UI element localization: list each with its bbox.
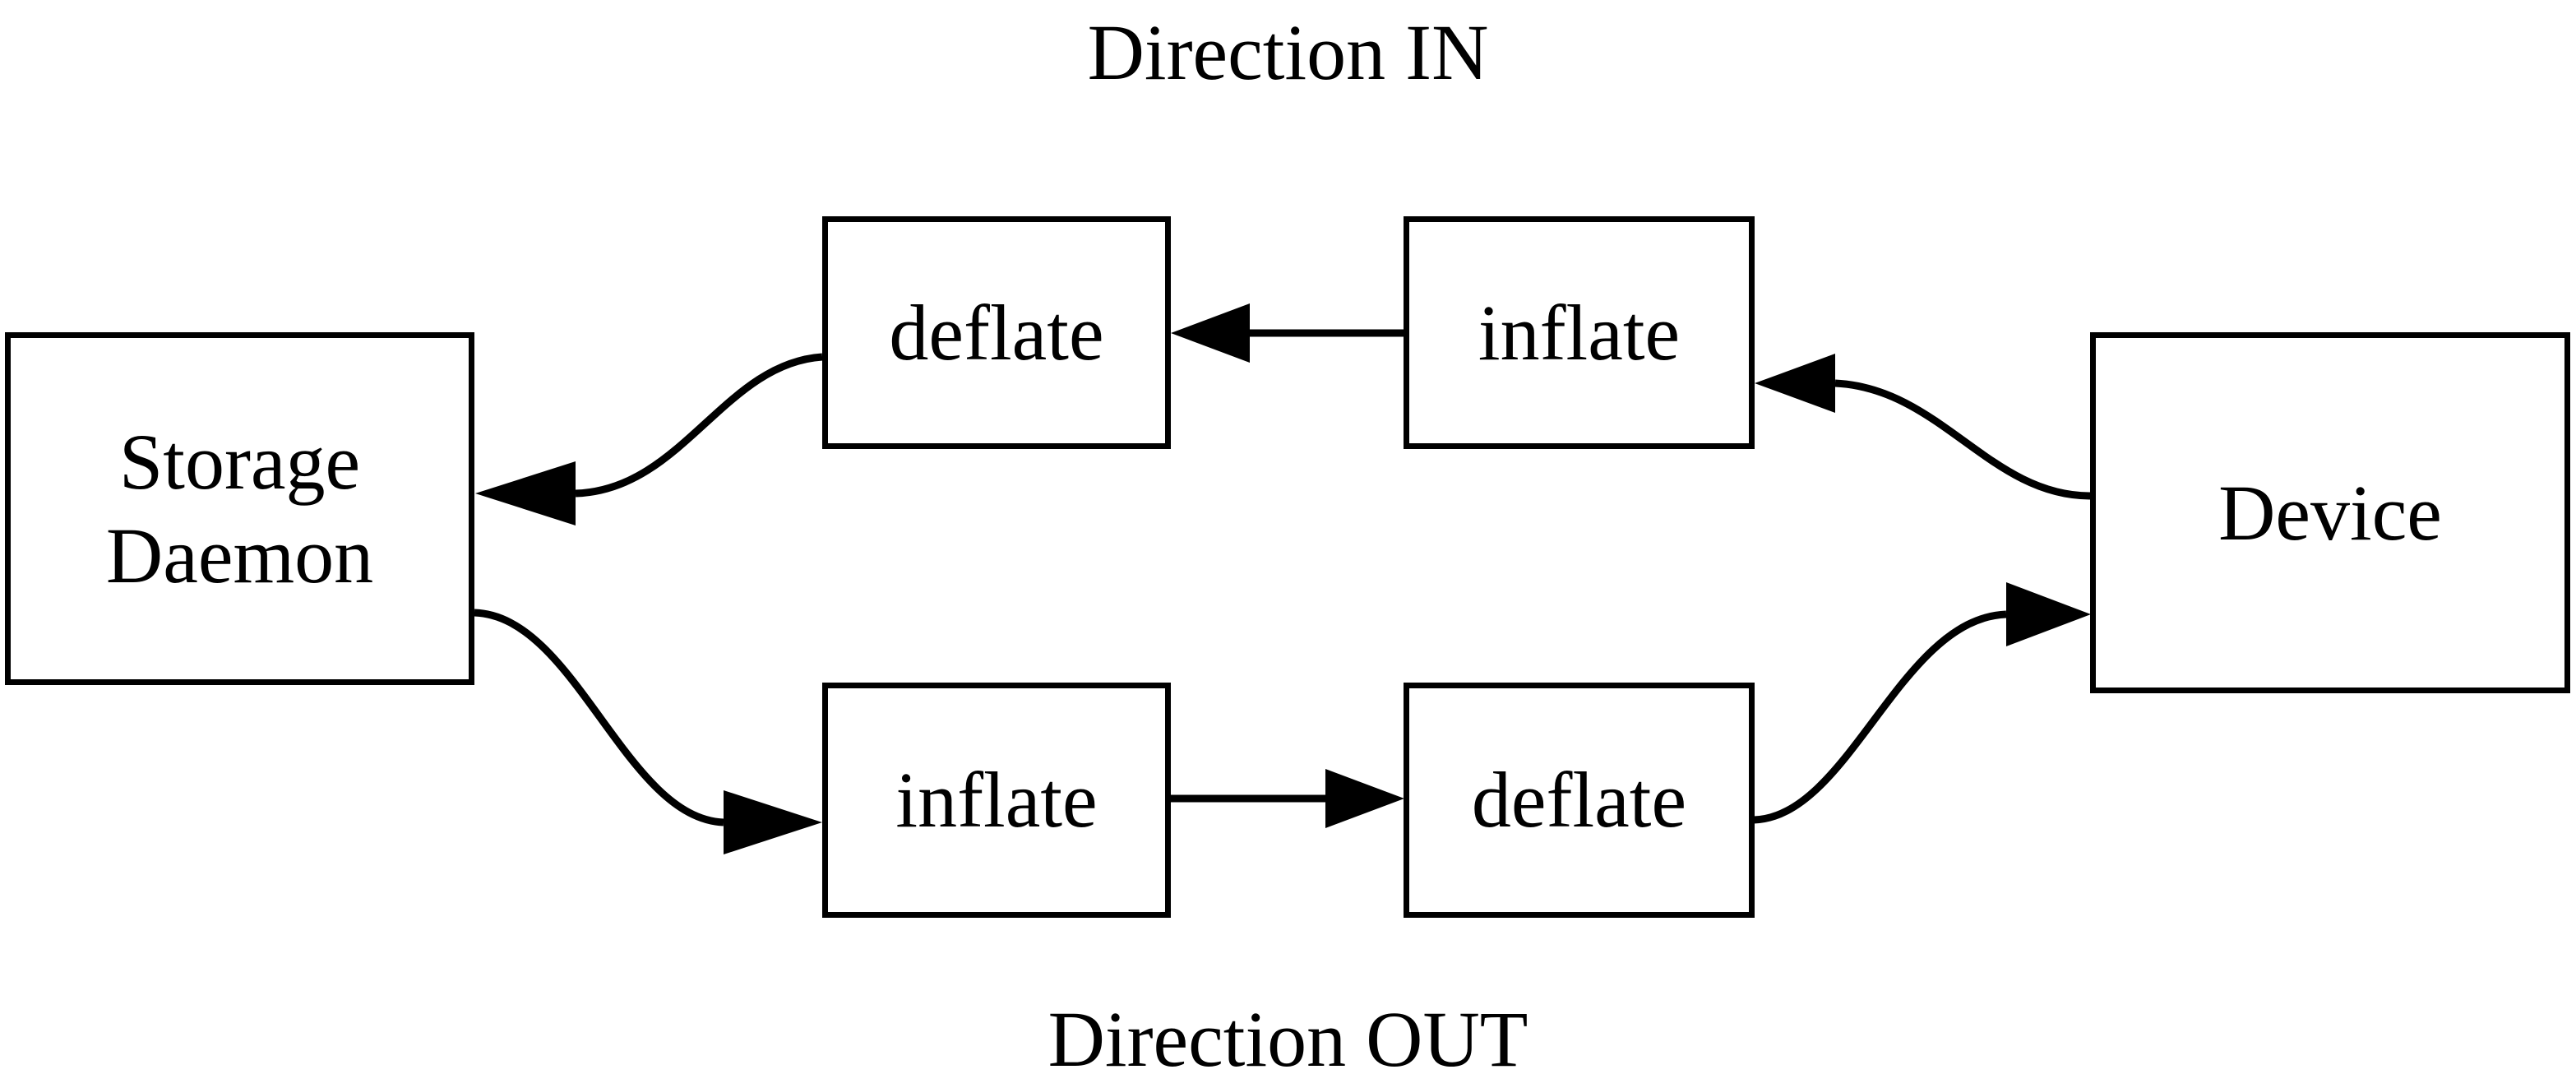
node-deflate-out-label: deflate	[1471, 756, 1687, 845]
edge-deflate-out-to-device	[1753, 582, 2091, 824]
node-storage-daemon[interactable]: Storage Daemon	[5, 332, 474, 685]
edge-storage-daemon-to-inflate-out	[474, 609, 822, 854]
node-deflate-out[interactable]: deflate	[1404, 683, 1755, 918]
node-inflate-in-label: inflate	[1478, 288, 1681, 377]
edge-device-to-inflate-in	[1755, 354, 2091, 500]
node-inflate-in[interactable]: inflate	[1404, 216, 1755, 449]
node-device-label: Device	[2218, 468, 2442, 557]
node-deflate-in[interactable]: deflate	[822, 216, 1171, 449]
edge-inflate-out-to-deflate-out	[1170, 769, 1404, 828]
node-storage-daemon-label-line1: Storage	[118, 418, 361, 507]
node-inflate-out[interactable]: inflate	[822, 683, 1171, 918]
node-inflate-out-label: inflate	[895, 756, 1098, 845]
direction-in-label: Direction IN	[1087, 8, 1489, 96]
edge-deflate-in-to-storage-daemon	[475, 353, 823, 525]
node-device[interactable]: Device	[2090, 332, 2570, 693]
direction-out-label: Direction OUT	[1048, 995, 1528, 1083]
node-deflate-in-label: deflate	[889, 288, 1104, 377]
node-storage-daemon-label-line2: Daemon	[105, 511, 374, 600]
edge-inflate-in-to-deflate-in	[1171, 303, 1404, 363]
